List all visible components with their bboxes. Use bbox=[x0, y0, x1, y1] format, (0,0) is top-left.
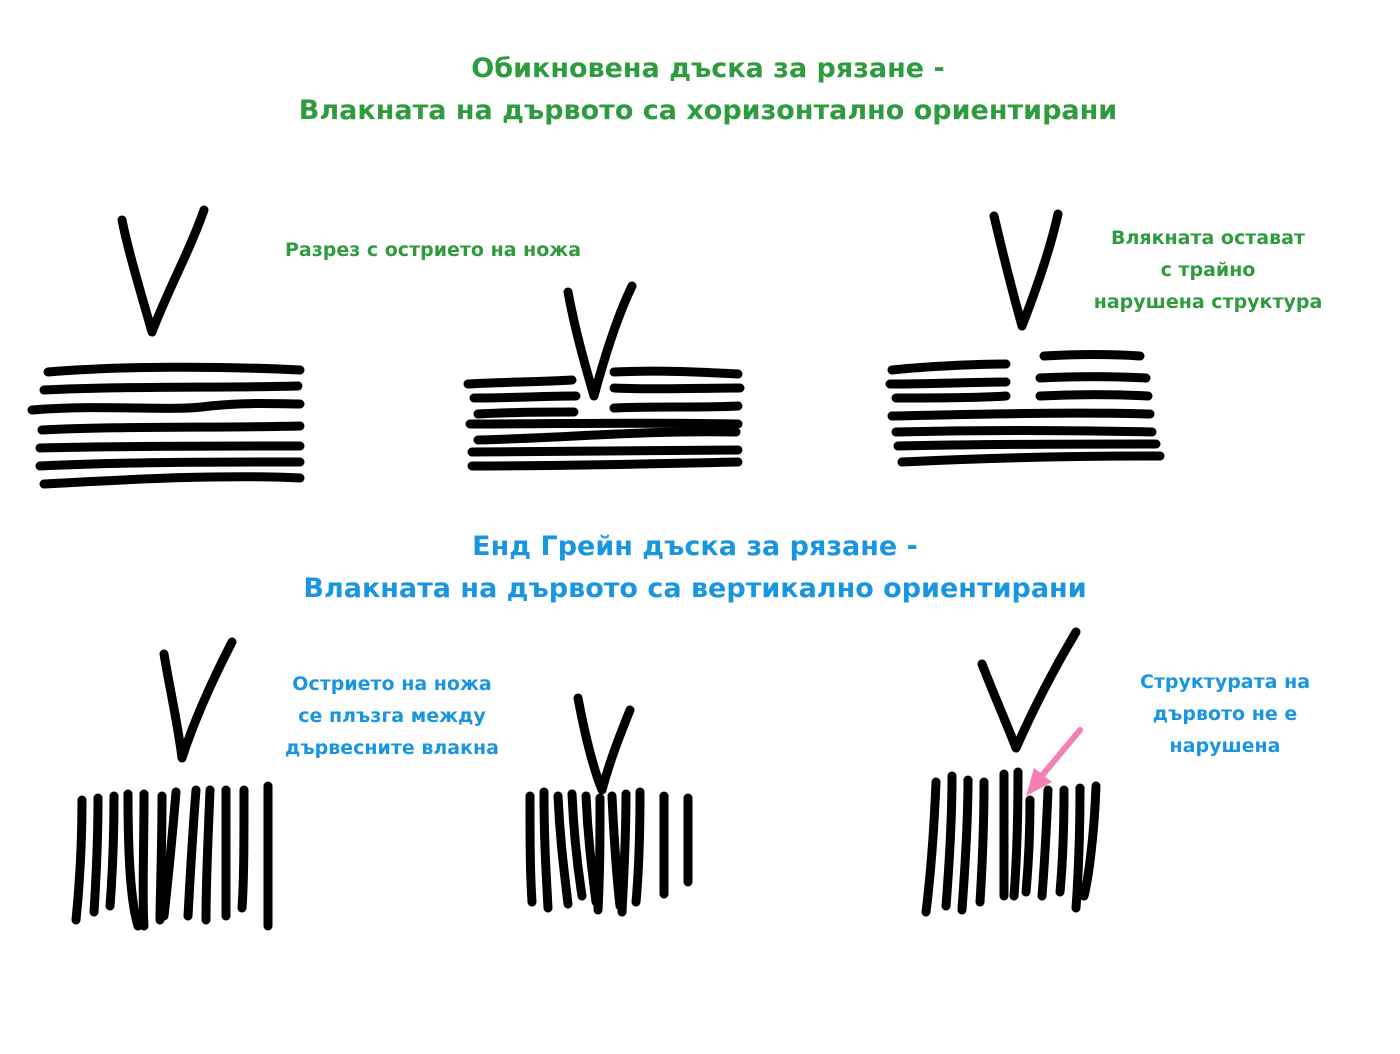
knife-blade-icon bbox=[563, 281, 637, 401]
wood-fibers-icon bbox=[885, 350, 1165, 467]
label-structure-intact: Структурата на дървото не е нарушена bbox=[1139, 671, 1311, 757]
knife-blade-icon bbox=[117, 205, 209, 337]
pointer-arrow-icon bbox=[1026, 727, 1083, 796]
top-title-line1: Обикновена дъска за рязане - bbox=[471, 53, 945, 84]
knife-blade-icon bbox=[573, 693, 635, 795]
wood-fibers-icon bbox=[71, 781, 273, 931]
bottom-title-line1: Енд Грейн дъска за рязане - bbox=[472, 531, 918, 562]
wood-fibers-icon bbox=[921, 767, 1101, 917]
bottom-title-line2: Влакната на дървото са вертикално ориент… bbox=[303, 573, 1087, 604]
wood-fibers-icon bbox=[525, 787, 693, 917]
label-fibers-damaged: Влякната остават с трайно нарушена струк… bbox=[1093, 227, 1323, 313]
bottom-title: Енд Грейн дъска за рязане - Влакната на … bbox=[303, 526, 1086, 610]
knife-blade-icon bbox=[989, 209, 1063, 331]
label-blade-slides: Острието на ножа се плъзга между дървесн… bbox=[285, 673, 499, 759]
label-cut: Разрез с острието на ножа bbox=[284, 239, 582, 261]
top-title-line2: Влакната на дървото са хоризонтално орие… bbox=[298, 95, 1118, 126]
knife-blade-icon bbox=[159, 637, 237, 763]
knife-blade-icon bbox=[977, 627, 1081, 753]
wood-fibers-icon bbox=[463, 366, 745, 471]
top-title: Обикновена дъска за рязане - Влакната на… bbox=[299, 48, 1117, 132]
wood-fibers-icon bbox=[27, 362, 305, 489]
